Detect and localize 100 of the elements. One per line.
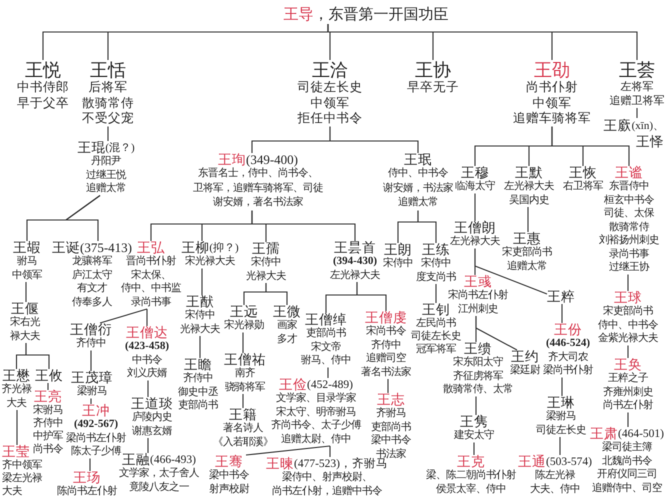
person-name: 王彧 [464, 275, 492, 289]
biography-note: 侍中、中书监 [121, 282, 181, 296]
person-name: 王孺 [252, 242, 280, 256]
person-name: 王僧祐 [224, 353, 266, 367]
lineage-line [356, 282, 387, 311]
biography-note: 宋右光禄大夫 [9, 316, 41, 343]
person-name: 王肃 [590, 427, 618, 441]
biography-note: 录尚书事 [609, 248, 649, 261]
person-name: 王远 [230, 305, 258, 319]
biography-note: 梁驸马 [77, 385, 107, 398]
biography-note: 谢惠玄婿 [132, 424, 172, 438]
lineage-line [146, 309, 148, 326]
lineage-line [242, 394, 244, 408]
person-name: 王微 [273, 305, 301, 319]
person-name: 王弘 [137, 241, 165, 255]
biography-note: 庐陵内史 [132, 411, 172, 424]
biography-note: ，东晋第一开国功臣 [314, 6, 448, 24]
person-name: 王克 [457, 455, 485, 469]
person-name: 王珉 [404, 153, 432, 167]
biography-note: 中书令 [132, 354, 162, 367]
lineage-line [100, 308, 148, 324]
person-name: 王融 [122, 453, 150, 467]
lineage-line [527, 207, 529, 232]
biography-note: 陈太子少傅 [71, 445, 121, 458]
biography-note: 追赠太常 [86, 182, 126, 196]
biography-note: 宋吏部尚书 [603, 305, 653, 318]
biography-note: 御史中丞 [178, 386, 218, 399]
biography-note: 宋光禄勋 [224, 319, 264, 332]
biography-note: 尚书左仆射 [603, 399, 653, 412]
biography-note: 录尚书事 [131, 296, 171, 309]
biography-note: 宋尚书左仆射 [448, 289, 508, 302]
biography-note: 早于父卒 [17, 96, 69, 111]
name-note: (xīn)、 [632, 119, 664, 134]
person-name: 王廞 [604, 118, 632, 134]
lineage-line [201, 268, 203, 295]
biography-note: 南齐 [235, 367, 255, 380]
life-dates: (464-501) [618, 427, 664, 441]
biography-note: 左光禄大夫 [330, 268, 380, 282]
lineage-line [627, 274, 629, 291]
person-name: 王瞻 [184, 358, 212, 372]
biography-note: 晋尚书仆射 [126, 255, 176, 268]
person-name: 王玚 [73, 471, 101, 485]
life-dates: (492-567) [74, 418, 118, 432]
biography-note: 庐江太守 [72, 268, 112, 282]
person-name: 王僧绰 [305, 313, 347, 327]
biography-note: 宋侍中 [383, 257, 413, 270]
biography-note: 著名诗人 [223, 422, 263, 436]
biography-note: 宋侍中 [421, 257, 451, 270]
biography-note: 吴国内史 [509, 194, 549, 207]
biography-note: 建安太守 [454, 429, 494, 442]
lineage-line [89, 458, 91, 471]
biography-note: 宋侍中 [251, 256, 281, 270]
lineage-line [242, 332, 244, 353]
person-name: 王穆 [461, 166, 489, 180]
person-name: 王僧虔 [365, 311, 407, 325]
lineage-line [475, 316, 518, 350]
biography-note: 中书侍郎 [17, 80, 69, 96]
biography-note: 司徒、太保 [604, 207, 654, 220]
person-name: 王暕 [266, 457, 294, 471]
biography-note: 冠军将军 [416, 343, 456, 356]
biography-note: 齐尚书令、太子少傅 [271, 419, 361, 432]
biography-note: 梁司徒主簿 [602, 441, 652, 454]
biography-note: 多才 [277, 332, 297, 346]
lineage-line [475, 396, 477, 415]
lineage-line [265, 283, 288, 305]
biography-note: 左光禄大夫 [450, 235, 500, 248]
person-name: 王练 [422, 243, 450, 257]
lineage-line [417, 210, 437, 243]
biography-note: 宋侍中 [185, 309, 215, 322]
biography-note: 驸马、侍中 [301, 354, 351, 368]
biography-note: 中护军 [33, 430, 63, 443]
biography-note: 吏部尚书 [306, 327, 346, 340]
biography-note: 丹阳尹 [91, 155, 121, 168]
biography-note: 追赠车骑将军 [513, 111, 591, 126]
biography-note: 有文才 [77, 282, 107, 296]
life-dates: (394-430) [333, 255, 377, 268]
biography-note: 齐侍中 [33, 417, 63, 430]
name-note: (混？) [105, 141, 135, 155]
biography-note: 陈左光禄 [535, 469, 575, 482]
biography-note: 追赠太尉、侍中 [281, 432, 351, 446]
biography-note: 追赠侍中、司空 [592, 482, 662, 495]
biography-note: 司徒左长史 [411, 330, 461, 343]
biography-note: 侍中、中书令 [388, 167, 448, 181]
biography-note: 过继王悦 [86, 168, 126, 182]
person-name: 王莹 [2, 445, 30, 459]
biography-note: 谢安婿，著名书法家 [213, 196, 303, 210]
person-name: 王份 [554, 323, 582, 337]
lineage-line [90, 350, 92, 371]
biography-note: 中领军 [310, 96, 350, 111]
person-name: 王谧 [615, 166, 643, 180]
biography-note: 尚书左仆射，追赠中书令 [272, 484, 382, 498]
person-name: 王茂璋 [71, 371, 113, 385]
lineage-line [435, 284, 437, 303]
biography-note: 龙骧将军 [72, 255, 112, 268]
biography-note: 侍中、中书令 [598, 318, 658, 332]
biography-note: 齐驸马 [376, 407, 406, 420]
biography-note: 散骑常侍、太常 [443, 383, 513, 396]
biography-note: 谢安婿，书法家 [383, 182, 453, 196]
biography-note: 追赠司空 [366, 352, 406, 366]
biography-note: 后将军 [88, 80, 128, 96]
